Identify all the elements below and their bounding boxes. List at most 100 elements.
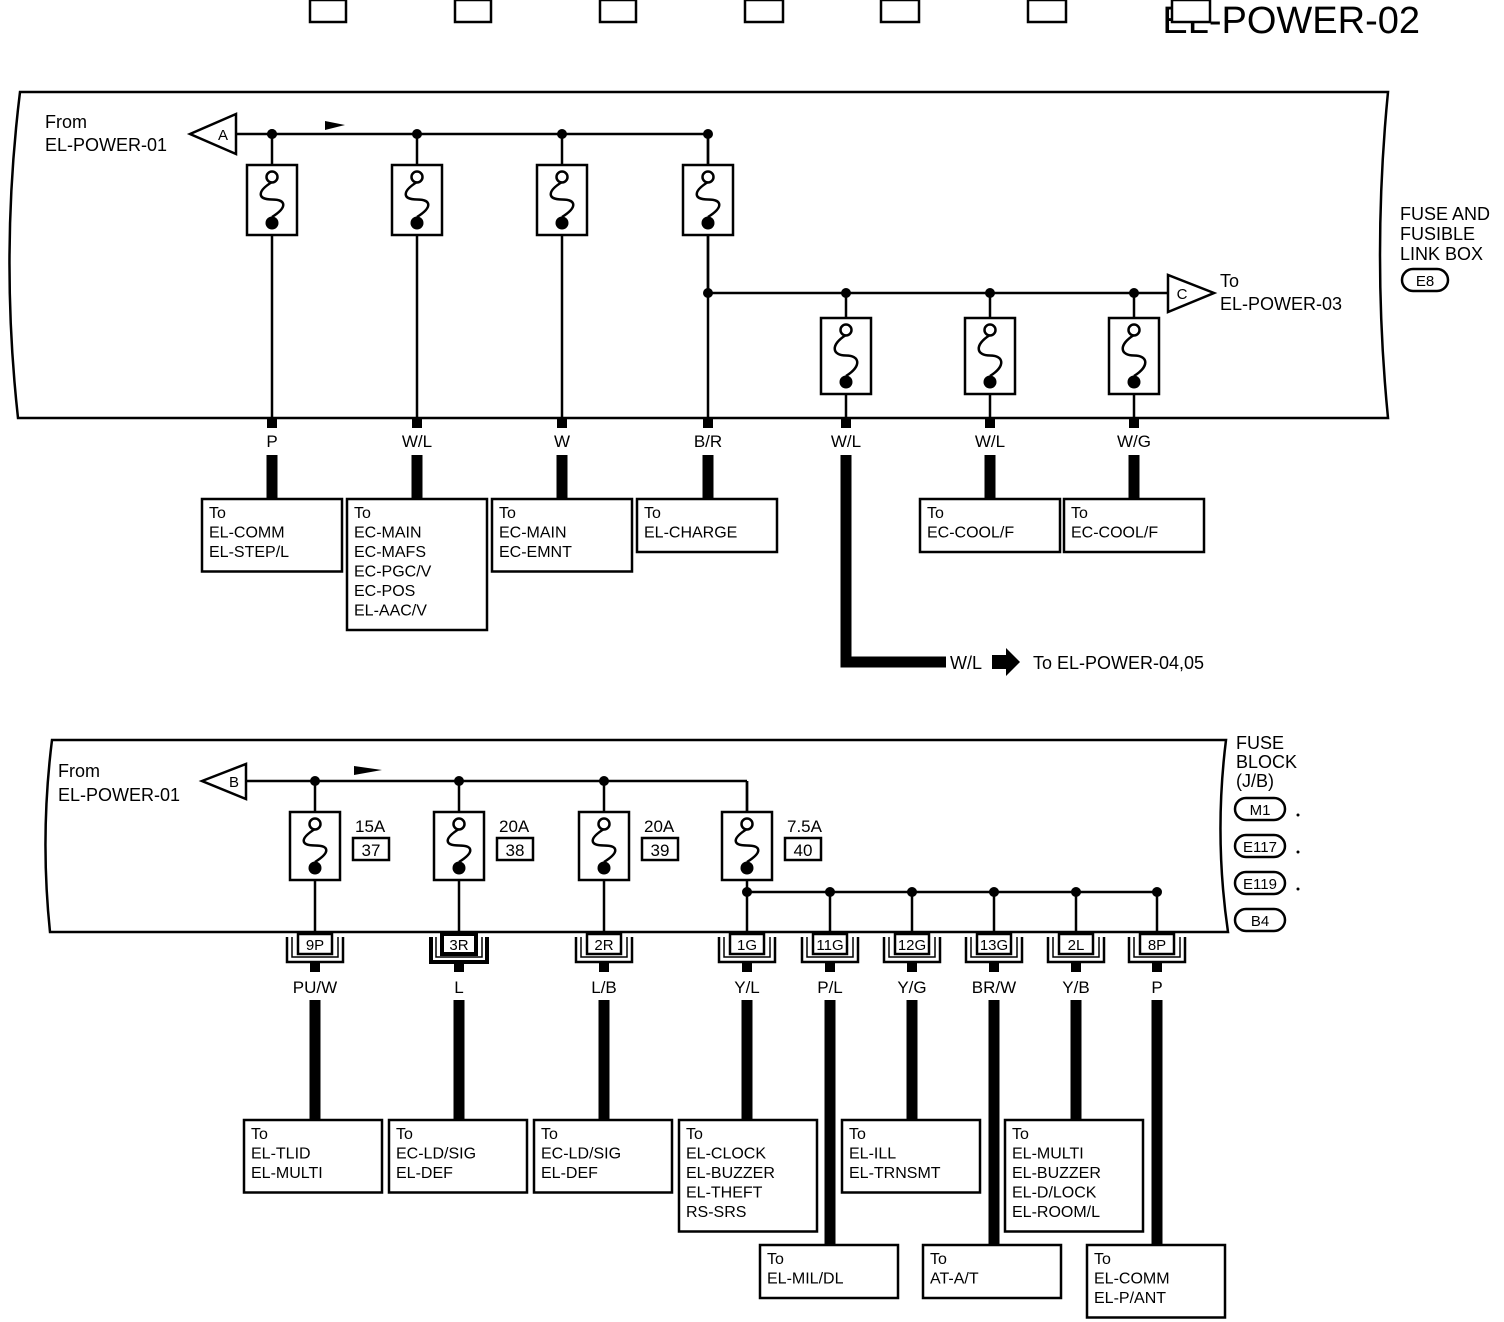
dest-section-code: EC-COOL/F xyxy=(1071,525,1158,542)
dest-section-code: EC-COOL/F xyxy=(927,525,1014,542)
fuse-number: e xyxy=(1186,0,1195,4)
dest-section-code: EL-D/LOCK xyxy=(1012,1185,1097,1202)
fuse-symbol xyxy=(681,163,735,237)
bottom-box-name-1: FUSE xyxy=(1236,733,1284,753)
wire-color: PU/W xyxy=(293,978,337,997)
fuse-symbol xyxy=(390,163,444,237)
terminal-id: 1G xyxy=(737,937,757,954)
wire-color: P xyxy=(266,432,277,451)
continuation-wire-color: W/L xyxy=(950,653,982,673)
wire-color: B/R xyxy=(694,432,722,451)
dest-section-code: EL-MULTI xyxy=(1012,1146,1084,1163)
top-box-name-3: LINK BOX xyxy=(1400,244,1483,264)
dest-to-label: To xyxy=(251,1126,268,1143)
connector-e119: E119 xyxy=(1233,870,1300,896)
bottom-box-name-2: BLOCK xyxy=(1236,752,1297,772)
connector-m1: M1 xyxy=(1233,796,1300,822)
dest-section-code: EL-CHARGE xyxy=(644,525,737,542)
fuse-symbol xyxy=(720,810,774,882)
fuse-symbol xyxy=(245,163,299,237)
continuation-destination: To EL-POWER-04,05 xyxy=(1033,653,1204,673)
fuse-number: 40 xyxy=(794,841,813,860)
wire-color: L xyxy=(454,978,463,997)
terminal-square xyxy=(1129,418,1139,428)
top-box-name-2: FUSIBLE xyxy=(1400,224,1475,244)
connector-e117: E117 xyxy=(1233,833,1300,859)
bottom-in-connector: B xyxy=(229,774,239,791)
dest-section-code: EC-PGC/V xyxy=(354,564,432,581)
fuse-rating: 20A xyxy=(644,817,675,836)
fuse-number: b xyxy=(895,0,904,4)
fuse-number: d xyxy=(1042,0,1051,4)
bottom-box-name-3: (J/B) xyxy=(1236,771,1274,791)
continuation-arrow xyxy=(992,648,1020,676)
dest-section-code: EL-TLID xyxy=(251,1146,311,1163)
fuse-symbol xyxy=(577,810,631,882)
junction-dot xyxy=(703,129,713,139)
dest-section-code: EL-CLOCK xyxy=(686,1146,766,1163)
dest-section-code: EC-EMNT xyxy=(499,544,572,561)
junction-dot xyxy=(703,288,713,298)
dest-section-code: EL-P/ANT xyxy=(1094,1290,1166,1307)
top-from-source: EL-POWER-01 xyxy=(45,135,167,155)
dest-section-code: EL-BUZZER xyxy=(1012,1165,1101,1182)
dest-section-code: EC-LD/SIG xyxy=(396,1146,476,1163)
wire-color: W/L xyxy=(402,432,432,451)
terminal-square xyxy=(703,418,713,428)
dest-to-label: To xyxy=(767,1251,784,1268)
dest-to-label: To xyxy=(499,505,516,522)
terminal-square xyxy=(985,418,995,428)
top-in-connector: A xyxy=(218,127,228,144)
terminal-square xyxy=(267,418,277,428)
top-out-destination: EL-POWER-03 xyxy=(1220,294,1342,314)
dest-section-code: EL-COMM xyxy=(209,525,285,542)
dest-section-code: EL-THEFT xyxy=(686,1185,763,1202)
connector-id: M1 xyxy=(1250,802,1271,819)
dest-section-code: EL-BUZZER xyxy=(686,1165,775,1182)
fuse-number: 56 xyxy=(319,0,338,4)
terminal-id: 8P xyxy=(1148,937,1166,954)
fuse-number: 57 xyxy=(464,0,483,4)
fuse-symbol xyxy=(535,163,589,237)
top-flow-arrow xyxy=(325,121,345,130)
fuse-symbol xyxy=(819,316,873,396)
continuation-wire xyxy=(840,455,946,668)
terminal-id: 3R xyxy=(449,937,468,954)
top-box-name-1: FUSE AND xyxy=(1400,204,1490,224)
fuse-symbol xyxy=(1107,316,1161,396)
terminal-id: 13G xyxy=(980,937,1008,954)
bottom-from-source: EL-POWER-01 xyxy=(58,785,180,805)
dest-section-code: EL-MULTI xyxy=(251,1165,323,1182)
top-box-outline xyxy=(8,90,1390,420)
wire-color: Y/G xyxy=(897,978,926,997)
wire-color: P xyxy=(1151,978,1162,997)
dest-section-code: EL-COMM xyxy=(1094,1271,1170,1288)
fuse-number: 38 xyxy=(506,841,525,860)
dest-to-label: To xyxy=(686,1126,703,1143)
fuse-rating: 7.5A xyxy=(787,817,823,836)
fuse-number: 37 xyxy=(362,841,381,860)
terminal-square xyxy=(557,418,567,428)
dest-to-label: To xyxy=(209,505,226,522)
dest-to-label: To xyxy=(396,1126,413,1143)
terminal-id: 2L xyxy=(1068,937,1085,954)
dest-to-label: To xyxy=(644,505,661,522)
top-out-connector: C xyxy=(1177,286,1188,303)
